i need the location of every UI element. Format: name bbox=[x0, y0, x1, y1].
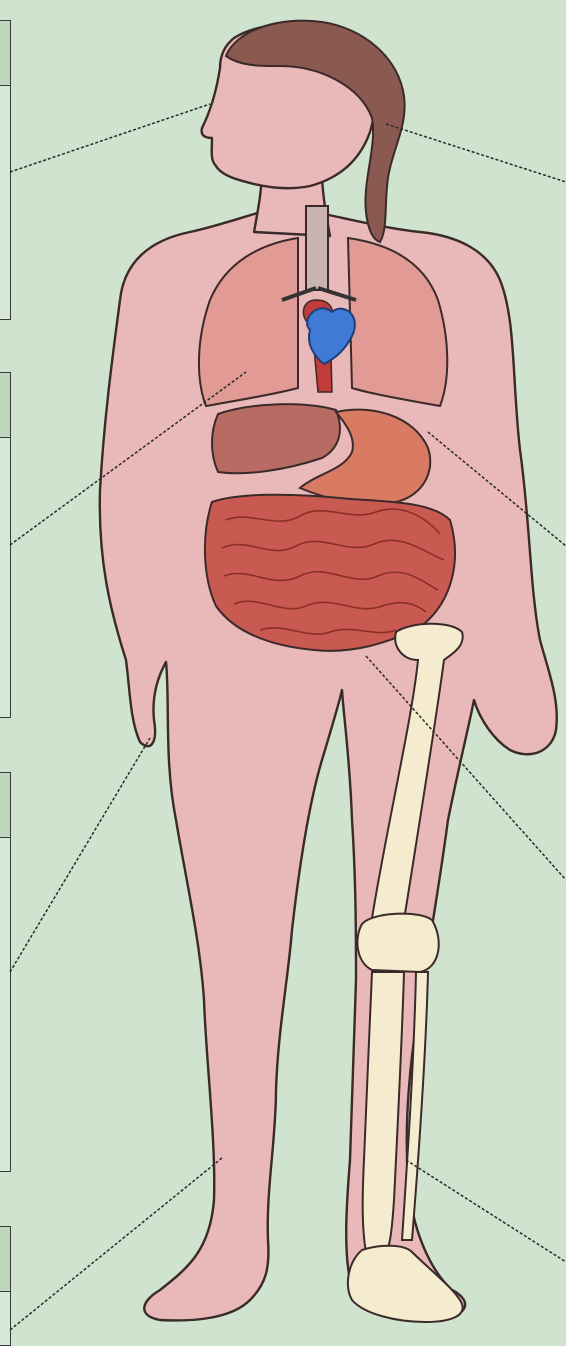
knee bbox=[357, 914, 438, 972]
foot-bones bbox=[348, 1246, 463, 1322]
